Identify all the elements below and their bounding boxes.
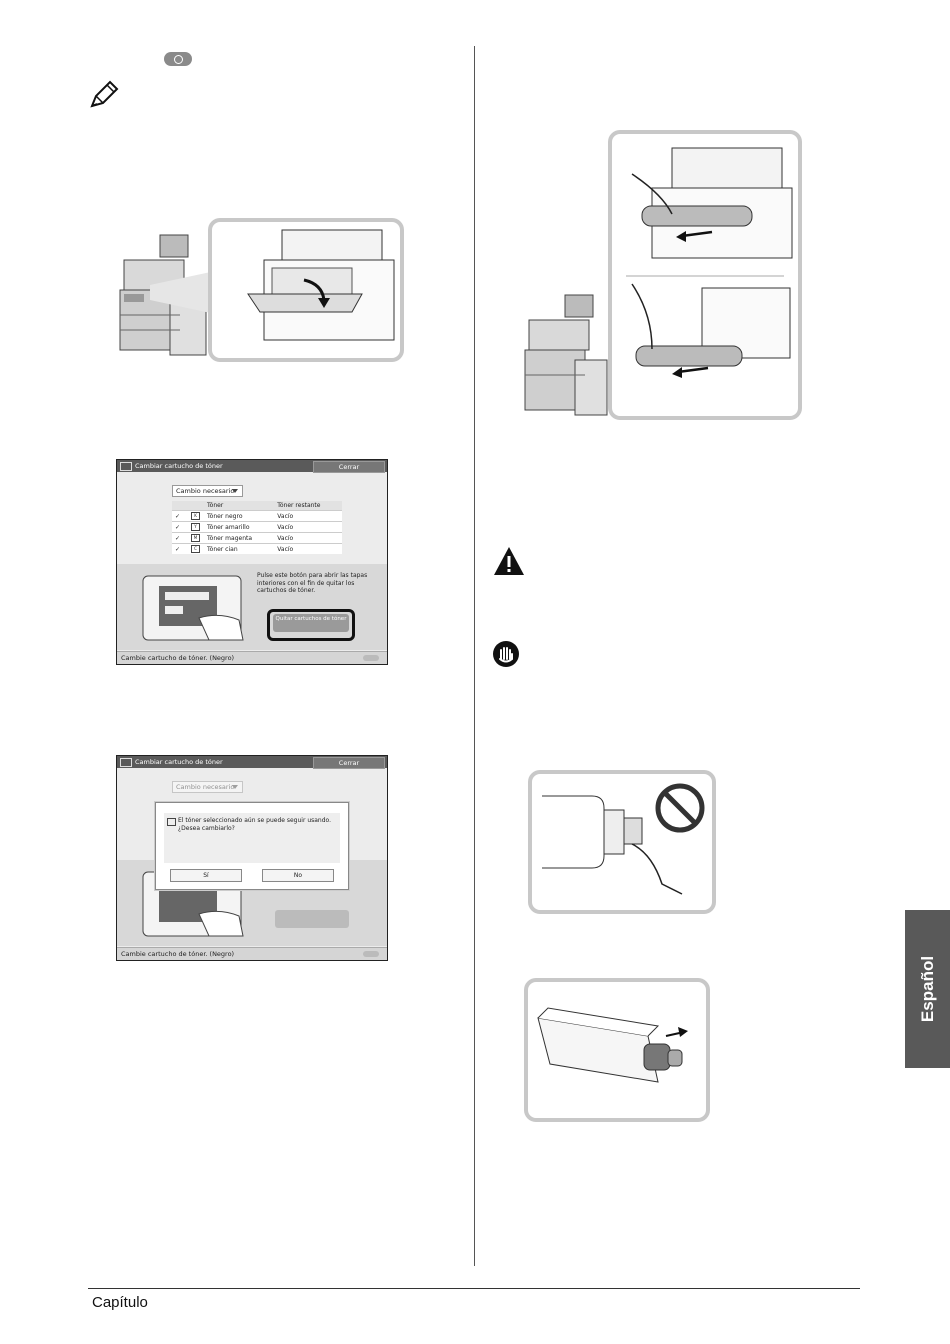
screen-title: Cambiar cartucho de tóner <box>135 758 223 766</box>
status-text: Cambie cartucho de tóner. (Negro) <box>121 654 235 662</box>
table-row[interactable]: ✓ M Tóner magenta Vacío <box>172 532 342 544</box>
reset-key-icon <box>164 52 192 66</box>
cartridge-unpack-frame <box>524 978 710 1122</box>
check-icon: ✓ <box>172 532 188 544</box>
toner-chip-icon: C <box>191 545 200 553</box>
column-divider <box>474 46 475 1266</box>
toner-name: Tóner magenta <box>204 532 275 544</box>
screen-title-bar: Cambiar cartucho de tóner Cerrar <box>117 756 387 769</box>
important-hand-icon <box>493 641 519 667</box>
footer-chapter: Capítulo <box>92 1294 148 1311</box>
filter-dropdown[interactable]: Cambio necesario <box>172 781 243 793</box>
warning-icon <box>494 547 524 575</box>
toner-remaining: Vacío <box>274 510 342 522</box>
language-tab: Español <box>905 910 950 1068</box>
toner-table: Tóner Tóner restante ✓ K Tóner negro Vac… <box>172 501 342 554</box>
screen-icon <box>120 462 132 471</box>
instruction-panel: Pulse este botón para abrir las tapas in… <box>117 564 387 650</box>
yes-button[interactable]: Sí <box>170 869 242 882</box>
remove-toner-button[interactable]: Quitar cartuchos de tóner <box>273 614 349 632</box>
front-cover-open-illustration <box>247 229 395 341</box>
toner-confirm-screen: Cambiar cartucho de tóner Cerrar Cambio … <box>116 755 388 961</box>
status-indicator <box>363 951 379 957</box>
cartridge-removal-illustration <box>626 147 793 378</box>
instruction-text: Pulse este botón para abrir las tapas in… <box>257 572 368 594</box>
toner-chip-icon: M <box>191 534 200 542</box>
toner-name: Tóner negro <box>204 510 275 522</box>
zoom-connector <box>150 270 220 315</box>
screen-title-bar: Cambiar cartucho de tóner Cerrar <box>117 460 387 473</box>
highlight-outline <box>267 609 355 641</box>
language-tab-label: Español <box>917 955 937 1023</box>
close-button[interactable]: Cerrar <box>313 757 385 769</box>
toner-remaining: Vacío <box>274 543 342 554</box>
toner-change-screen: Cambiar cartucho de tóner Cerrar Cambio … <box>116 459 388 665</box>
remove-toner-button-disabled <box>275 910 349 928</box>
check-icon: ✓ <box>172 543 188 554</box>
filter-dropdown[interactable]: Cambio necesario <box>172 485 243 497</box>
status-text: Cambie cartucho de tóner. (Negro) <box>121 950 235 958</box>
toner-chip-icon: Y <box>191 523 200 531</box>
close-button[interactable]: Cerrar <box>313 461 385 473</box>
printer-overview-illustration-2 <box>524 294 608 416</box>
panel-press-illustration <box>142 575 244 641</box>
pencil-note-icon <box>90 80 119 108</box>
cartridge-unpack-illustration <box>537 1007 688 1083</box>
col-remaining: Tóner restante <box>274 501 342 511</box>
status-indicator <box>363 655 379 661</box>
confirm-dialog: El tóner seleccionado aún se puede segui… <box>155 802 349 890</box>
info-icon <box>167 818 176 826</box>
toner-remaining: Vacío <box>274 521 342 533</box>
table-header: Tóner Tóner restante <box>172 501 342 511</box>
do-not-touch-illustration <box>542 783 705 895</box>
col-toner: Tóner <box>204 501 275 511</box>
dialog-text: El tóner seleccionado aún se puede segui… <box>178 817 332 832</box>
cartridge-removal-frame <box>608 130 802 420</box>
prohibited-touch-frame <box>528 770 716 914</box>
check-icon: ✓ <box>172 521 188 533</box>
table-row[interactable]: ✓ K Tóner negro Vacío <box>172 510 342 522</box>
screen-icon <box>120 758 132 767</box>
screen-title: Cambiar cartucho de tóner <box>135 462 223 470</box>
status-bar: Cambie cartucho de tóner. (Negro) <box>117 947 387 960</box>
toner-name: Tóner cian <box>204 543 275 554</box>
dialog-message: El tóner seleccionado aún se puede segui… <box>164 813 340 863</box>
status-bar: Cambie cartucho de tóner. (Negro) <box>117 651 387 664</box>
front-cover-zoom-frame <box>208 218 404 362</box>
footer-rule <box>88 1288 860 1289</box>
toner-name: Tóner amarillo <box>204 521 275 533</box>
toner-remaining: Vacío <box>274 532 342 544</box>
no-button[interactable]: No <box>262 869 334 882</box>
table-row[interactable]: ✓ Y Tóner amarillo Vacío <box>172 521 342 533</box>
table-row[interactable]: ✓ C Tóner cian Vacío <box>172 543 342 554</box>
check-icon: ✓ <box>172 510 188 522</box>
toner-chip-icon: K <box>191 512 200 520</box>
